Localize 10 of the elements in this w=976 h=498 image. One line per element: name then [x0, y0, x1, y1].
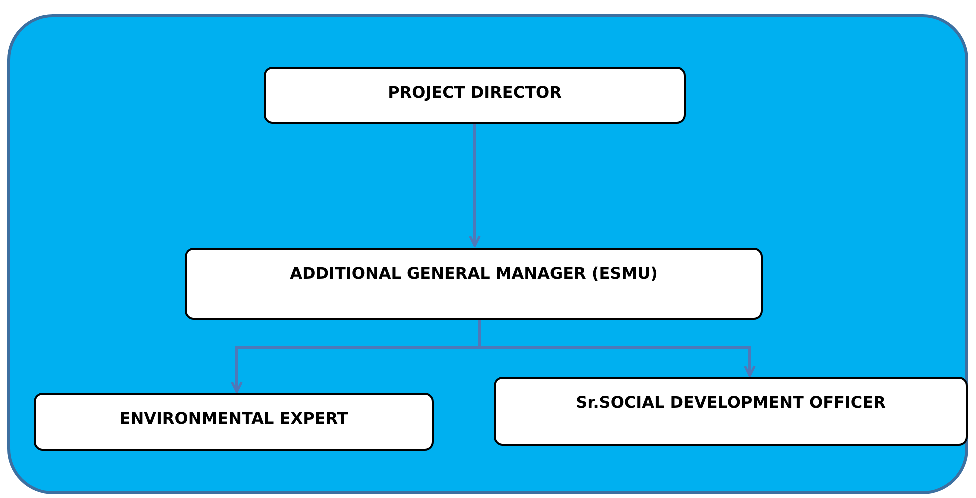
role-title: Sr.SOCIAL DEVELOPMENT OFFICER [576, 393, 886, 412]
role-box [34, 393, 434, 451]
role-title: ENVIRONMENTAL EXPERT [120, 409, 348, 428]
role-box [264, 67, 686, 124]
arrow [478, 320, 756, 378]
arrow [469, 124, 481, 248]
role-title: ADDITIONAL GENERAL MANAGER (ESMU) [290, 264, 658, 283]
role-box [185, 248, 763, 320]
role-box [494, 377, 968, 446]
role-title: PROJECT DIRECTOR [388, 83, 562, 102]
